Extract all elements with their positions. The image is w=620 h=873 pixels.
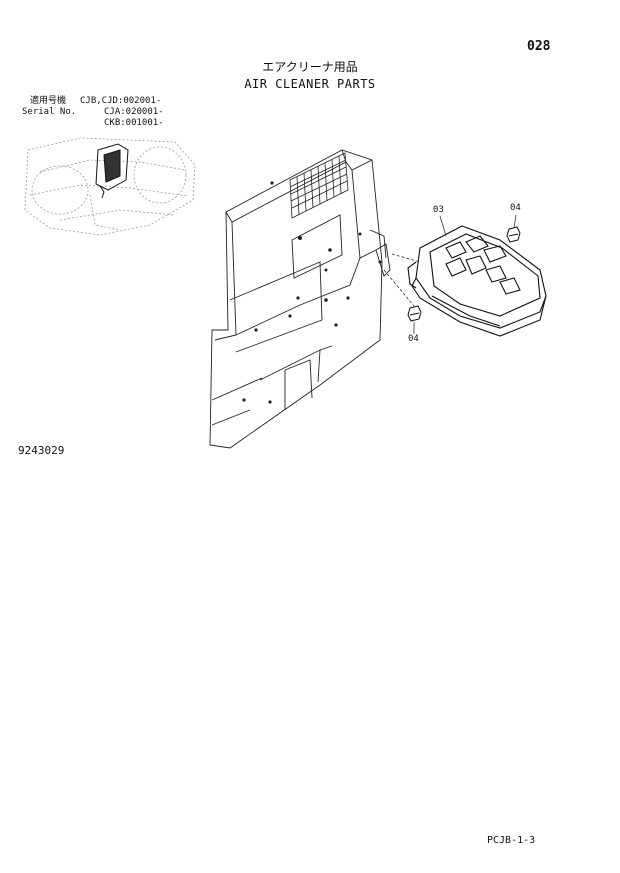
air-cleaner-cover xyxy=(407,225,547,337)
serial-value: CKB:001001- xyxy=(104,118,164,128)
leader-lines xyxy=(383,214,517,334)
document-number: 9243029 xyxy=(18,444,65,457)
thumbnail-highlight xyxy=(95,143,129,199)
page-number: 028 xyxy=(527,39,551,54)
callout-label: 04 xyxy=(510,203,521,213)
callout-label: 03 xyxy=(433,205,444,215)
nut-lower xyxy=(407,305,422,322)
bolt-holes xyxy=(242,181,382,404)
serial-value: CJB,CJD:002001- xyxy=(80,96,162,106)
page-title: AIR CLEANER PARTS xyxy=(244,77,376,91)
footer-code: PCJB-1-3 xyxy=(487,835,536,846)
nut-upper xyxy=(506,226,521,243)
callout-label: 04 xyxy=(408,334,419,344)
serial-label-jp: 適用号機 xyxy=(30,96,67,106)
frame-panel xyxy=(209,149,391,449)
serial-label-en: Serial No. xyxy=(22,107,77,117)
serial-value: CJA:020001- xyxy=(104,107,164,117)
title-japanese: エアクリーナ用品 xyxy=(262,60,358,74)
mesh-grille xyxy=(289,152,349,219)
machine-thumbnail xyxy=(24,137,196,236)
